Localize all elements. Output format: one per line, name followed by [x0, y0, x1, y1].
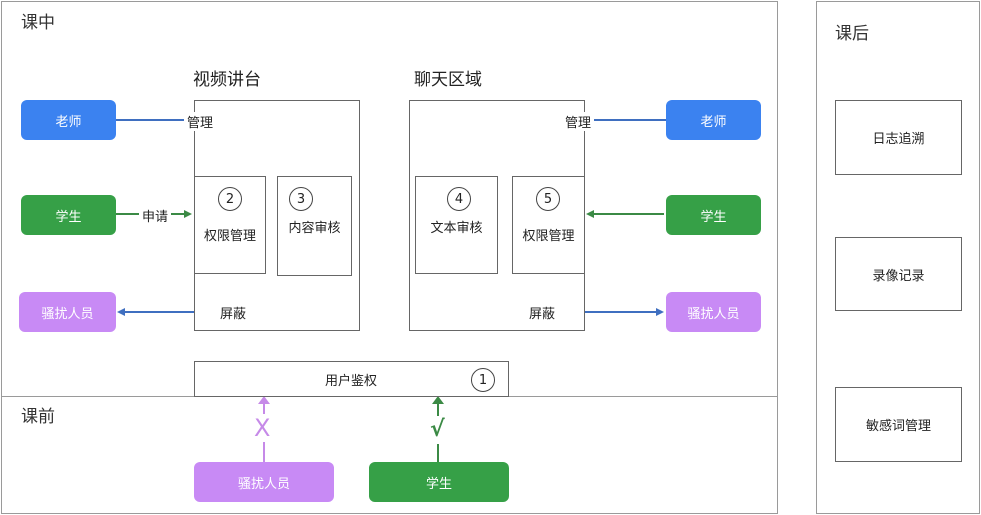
- module-content-review: 3 内容审核: [277, 176, 352, 276]
- student-left: 学生: [21, 195, 116, 235]
- pre-class-title: 课前: [21, 407, 55, 427]
- module-permission-left: 2 权限管理: [194, 176, 266, 274]
- after-sensitive-words: 敏感词管理: [835, 387, 962, 462]
- video-stage-heading: 视频讲台: [193, 70, 261, 90]
- chat-area-heading: 聊天区域: [414, 70, 482, 90]
- student-pre: 学生: [369, 462, 509, 502]
- module-label: 文本审核: [430, 221, 483, 236]
- harasser-right: 骚扰人员: [666, 292, 761, 332]
- step-number: 1: [471, 368, 495, 392]
- label-apply: 申请: [139, 206, 172, 225]
- student-right: 学生: [666, 195, 761, 235]
- label-manage-left: 管理: [184, 112, 217, 131]
- after-log-trace: 日志追溯: [835, 100, 962, 175]
- user-auth-label: 用户鉴权: [325, 374, 378, 389]
- step-number: 2: [218, 187, 242, 211]
- teacher-right: 老师: [666, 100, 761, 140]
- harasser-pre: 骚扰人员: [194, 462, 334, 502]
- after-recording: 录像记录: [835, 237, 962, 311]
- label-block-left: 屏蔽: [217, 303, 250, 322]
- step-number: 3: [289, 187, 313, 211]
- in-class-title: 课中: [21, 13, 55, 33]
- user-auth-box: 用户鉴权 1: [194, 361, 509, 397]
- step-number: 4: [447, 187, 471, 211]
- teacher-left: 老师: [21, 100, 116, 140]
- in-class-panel: [1, 1, 778, 397]
- label-block-right: 屏蔽: [526, 303, 559, 322]
- module-permission-right: 5 权限管理: [512, 176, 585, 274]
- step-number: 5: [536, 187, 560, 211]
- harasser-left: 骚扰人员: [19, 292, 116, 332]
- module-label: 权限管理: [522, 229, 575, 244]
- module-text-review: 4 文本审核: [415, 176, 498, 274]
- module-label: 内容审核: [288, 221, 341, 236]
- module-label: 权限管理: [203, 229, 256, 244]
- label-manage-right: 管理: [562, 112, 595, 131]
- reject-mark: X: [254, 414, 271, 442]
- after-class-title: 课后: [835, 24, 869, 44]
- accept-mark: √: [430, 416, 445, 444]
